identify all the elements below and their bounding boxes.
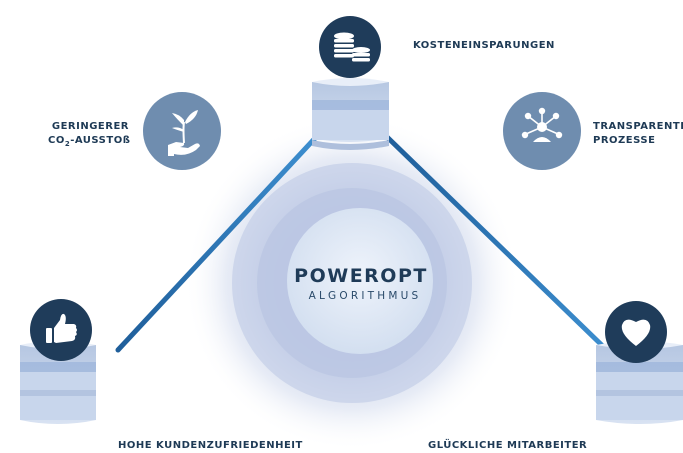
label-prozesse: PROZESSE [593,135,656,146]
co2-suffix: -AUSSTOß [70,135,131,146]
coins-icon [319,16,381,78]
center-title: POWEROPT [294,265,428,287]
co2-text: CO [48,135,65,146]
thumbs-up-icon [30,299,92,361]
label-co2-line1: GERINGERER [51,121,129,132]
connector-left [115,132,321,353]
pedestal-top [312,78,389,150]
connector-right [382,132,615,358]
label-kundenzufriedenheit: HOHE KUNDENZUFRIEDENHEIT [118,440,303,451]
plant-in-hand-icon [143,92,221,170]
center-disc [287,208,433,354]
label-co2-line2: CO2-AUSSTOß [48,135,131,150]
label-kosteneinsparungen: KOSTENEINSPARUNGEN [413,40,555,51]
label-mitarbeiter: GLÜCKLICHE MITARBEITER [428,440,588,451]
heart-icon [605,301,667,363]
network-person-icon [503,92,581,170]
center-subtitle: ALGORITHMUS [308,290,422,302]
co2-subscript: 2 [64,140,71,148]
label-transparente: TRANSPARENTE [593,121,683,132]
pedestal-right [596,341,683,424]
